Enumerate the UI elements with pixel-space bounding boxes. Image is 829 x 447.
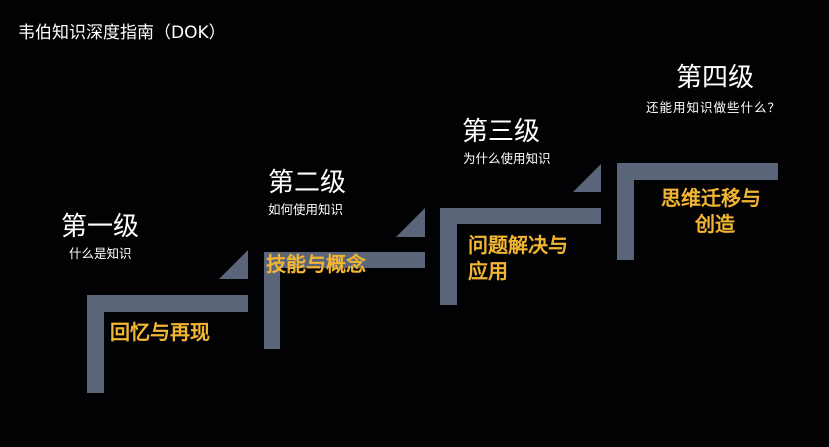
level-2-question: 如何使用知识 <box>268 202 344 217</box>
level-3-skill-line-2: 应用 <box>468 259 508 283</box>
level-2-name: 第二级 <box>268 168 347 198</box>
step-1-tread <box>87 295 248 312</box>
level-4-skill-line-2: 创造 <box>695 212 735 236</box>
level-1-name: 第一级 <box>61 212 140 242</box>
level-4-skill-line-1: 思维迁移与 <box>661 186 761 210</box>
step-3-riser <box>440 208 457 305</box>
step-3-tread <box>440 208 601 224</box>
step-4-tread <box>617 163 778 180</box>
level-4-question: 还能用知识做些什么？ <box>646 100 782 115</box>
level-3-question: 为什么使用知识 <box>463 151 551 166</box>
step-1-riser <box>87 295 104 393</box>
step-3-arrow-triangle <box>573 164 601 192</box>
level-1-skill: 回忆与再现 <box>110 320 210 344</box>
diagram-title: 韦伯知识深度指南（DOK） <box>18 23 226 43</box>
level-3-skill-line-1: 问题解决与 <box>468 233 568 257</box>
step-4-riser <box>617 163 634 260</box>
level-3-name: 第三级 <box>462 117 541 147</box>
step-2-riser <box>264 252 280 349</box>
level-1-question: 什么是知识 <box>69 246 132 261</box>
level-4-name: 第四级 <box>676 63 755 93</box>
level-2-skill: 技能与概念 <box>266 252 366 276</box>
step-2-arrow-triangle <box>396 208 425 237</box>
step-1-arrow-triangle <box>219 250 248 279</box>
step-2-tread <box>264 252 425 268</box>
